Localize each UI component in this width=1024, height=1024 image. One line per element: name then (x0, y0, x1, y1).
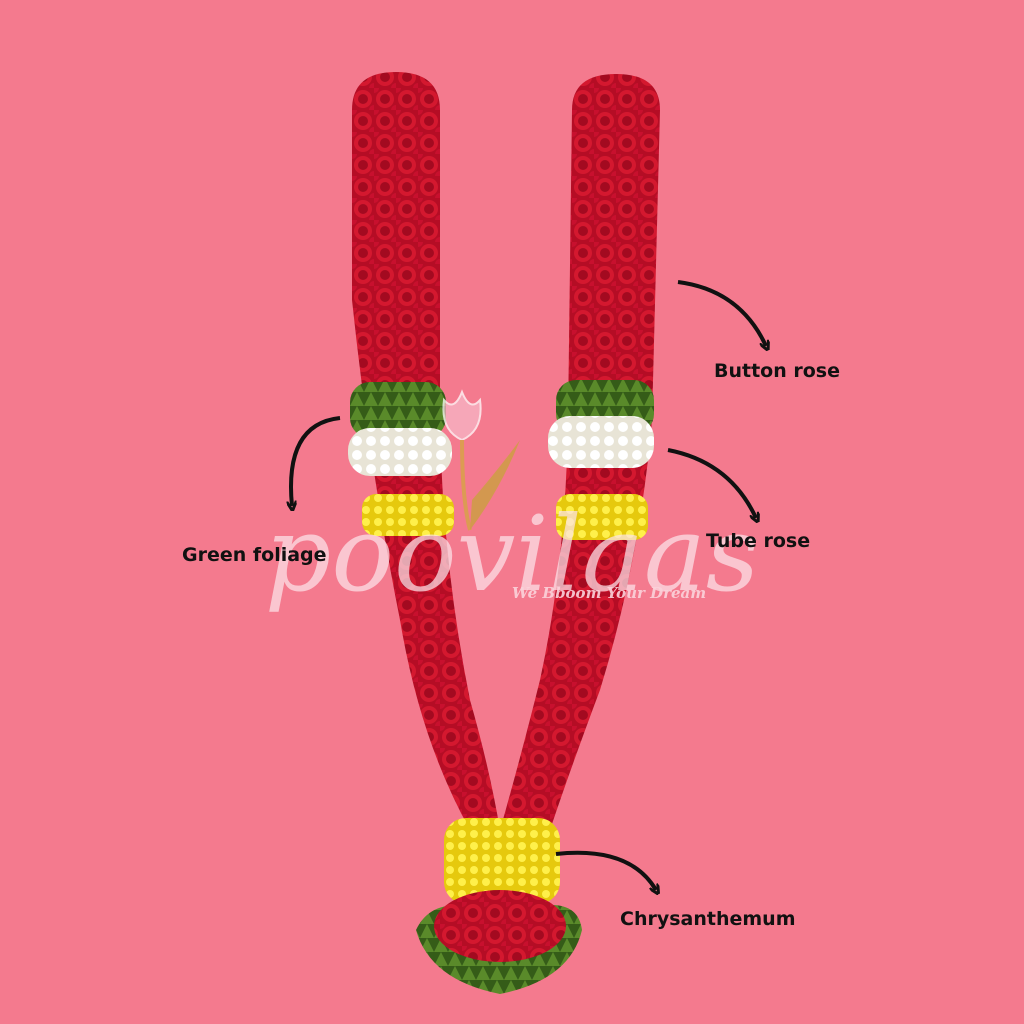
arrow-tube-rose (667, 448, 756, 518)
right-chrysanthemum-band (556, 494, 648, 540)
watermark-tulip-icon (442, 389, 520, 531)
watermark-brand: poovilaas (265, 493, 759, 615)
left-foliage-band (350, 382, 446, 438)
left-tuberose-band (348, 428, 452, 476)
bottom-chrysanthemum-band (444, 818, 560, 904)
bottom-rose-cluster (434, 890, 566, 962)
right-tuberose-band (548, 416, 654, 468)
label-tube-rose: Tube rose (706, 530, 811, 552)
arrow-button-rose (677, 280, 766, 346)
label-button-rose: Button rose (714, 360, 840, 382)
arrow-green-foliage (291, 416, 341, 506)
arrow-chrysanthemum (555, 850, 656, 890)
label-chrysanthemum: Chrysanthemum (620, 908, 796, 930)
label-green-foliage: Green foliage (182, 544, 327, 566)
watermark-tagline: We Bboom Your Dream (512, 584, 707, 602)
left-chrysanthemum-band (362, 494, 454, 536)
